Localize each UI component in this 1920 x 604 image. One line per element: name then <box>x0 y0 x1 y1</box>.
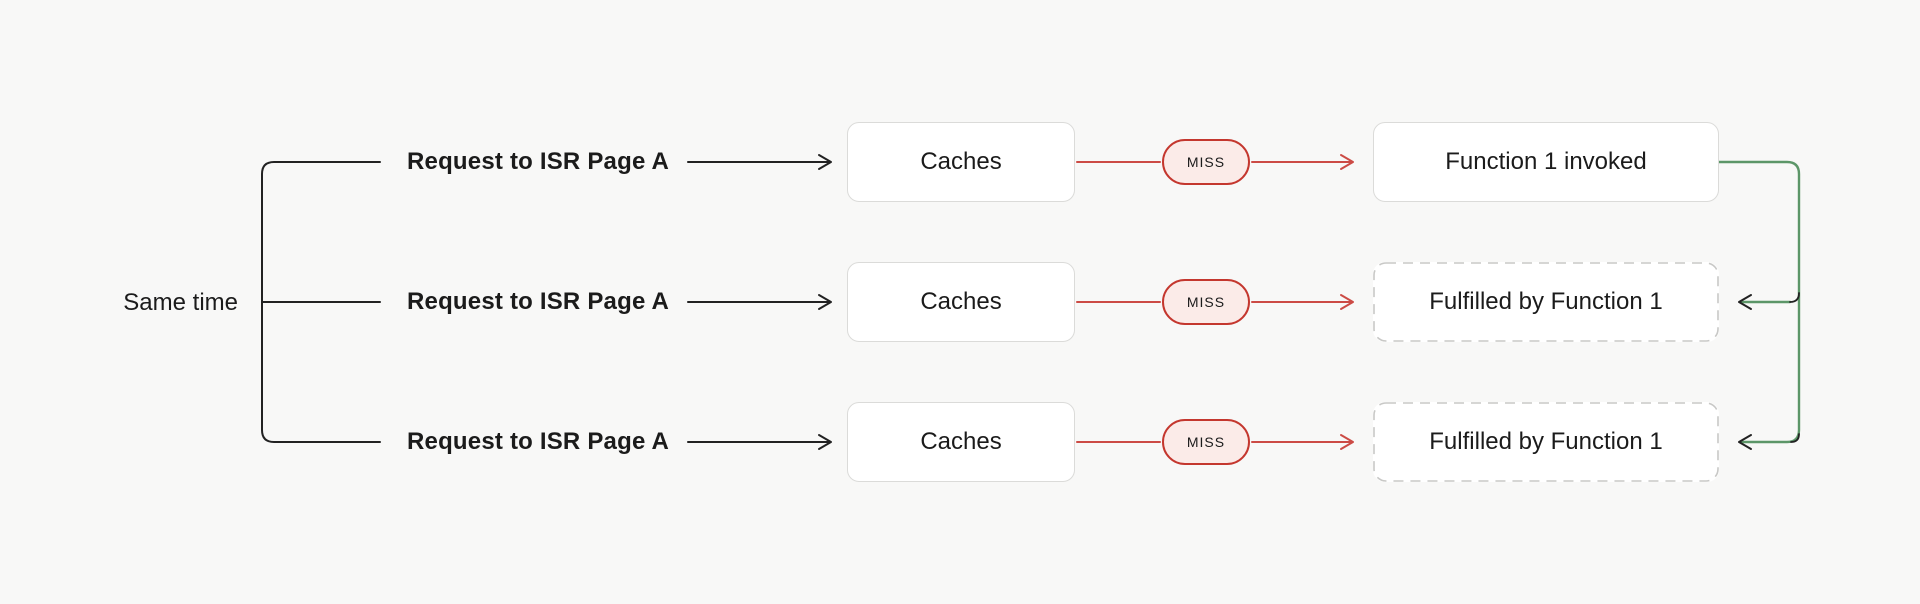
miss-arrowhead <box>1340 294 1354 310</box>
miss-badge-label: MISS <box>1186 154 1226 170</box>
fulfilled-node-label: Fulfilled by Function 1 <box>1429 428 1663 455</box>
caches-node-label: Caches <box>920 428 1002 455</box>
return-arrowhead-row3 <box>1738 434 1752 450</box>
caches-node-label: Caches <box>920 288 1002 315</box>
return-branch-junction-arc <box>1789 292 1800 303</box>
fulfilled-node-row3: Fulfilled by Function 1 <box>1373 402 1719 482</box>
return-bend-junction-arc <box>1790 433 1800 443</box>
request-arrowhead <box>818 434 832 450</box>
function-return-trunk <box>1717 160 1801 444</box>
function-invoked-label: Function 1 invoked <box>1445 148 1647 175</box>
same-time-label: Same time <box>123 289 238 316</box>
dashed-border <box>1373 402 1719 482</box>
caches-node-label: Caches <box>920 148 1002 175</box>
miss-badge-row3: MISS <box>1162 419 1250 465</box>
dashed-border <box>1373 262 1719 342</box>
request-arrowhead <box>818 294 832 310</box>
request-arrowhead <box>818 154 832 170</box>
request-label-row1: Request to ISR Page A <box>406 148 670 175</box>
miss-arrowhead <box>1340 154 1354 170</box>
fulfilled-node-row2: Fulfilled by Function 1 <box>1373 262 1719 342</box>
miss-badge-label: MISS <box>1186 434 1226 450</box>
miss-badge-label: MISS <box>1186 294 1226 310</box>
request-label-row3: Request to ISR Page A <box>406 428 670 455</box>
miss-badge-row1: MISS <box>1162 139 1250 185</box>
miss-badge-row2: MISS <box>1162 279 1250 325</box>
fulfilled-node-label: Fulfilled by Function 1 <box>1429 288 1663 315</box>
caches-node-row3: Caches <box>847 402 1075 482</box>
return-arrowhead-row2 <box>1738 294 1752 310</box>
function-invoked-node: Function 1 invoked <box>1373 122 1719 202</box>
miss-arrowhead <box>1340 434 1354 450</box>
same-time-bracket <box>261 161 381 443</box>
caches-node-row1: Caches <box>847 122 1075 202</box>
caches-node-row2: Caches <box>847 262 1075 342</box>
request-label-row2: Request to ISR Page A <box>406 288 670 315</box>
